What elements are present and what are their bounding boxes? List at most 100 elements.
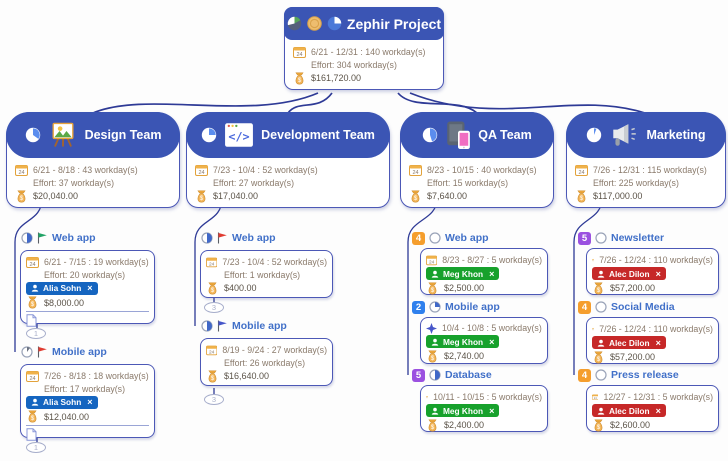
person-icon xyxy=(431,338,439,346)
remove-assignee-icon[interactable]: × xyxy=(489,405,495,416)
task-qa-mobile-app-details[interactable]: 10/4 - 10/8 : 5 workday(s) Meg Khon × $ … xyxy=(420,317,548,364)
assignee-tag[interactable]: Alia Sohn × xyxy=(26,395,98,409)
qa-effort: Effort: 15 workday(s) xyxy=(427,177,508,188)
calendar-icon: 24 xyxy=(592,258,595,261)
progress-icon xyxy=(595,369,607,381)
assignee-tag[interactable]: Meg Khon × xyxy=(426,404,500,417)
root-topic[interactable]: Zephir Project 24 6/21 - 12/31 : 140 wor… xyxy=(284,7,444,90)
money-bag-icon: $ xyxy=(295,72,304,85)
svg-text:24: 24 xyxy=(594,395,598,399)
task-marketing-press-release-title[interactable]: 4 Press release xyxy=(578,367,679,383)
remove-assignee-icon[interactable]: × xyxy=(87,397,93,407)
task-qa-database-title[interactable]: 5 Database xyxy=(412,367,492,383)
flag-icon xyxy=(217,320,227,332)
development-team-header: </> Development Team xyxy=(186,112,390,158)
qa-cost: $7,640.00 xyxy=(427,191,468,201)
marketing-label: Marketing xyxy=(646,128,706,142)
topic-development-team[interactable]: </> Development Team 24 7/23 - 10/4 : 52… xyxy=(186,112,390,208)
task-qa-web-app-title[interactable]: 4 Web app xyxy=(412,230,489,246)
task-dev-web-app-title[interactable]: Web app xyxy=(201,230,276,246)
topic-design-team[interactable]: Design Team 24 6/21 - 8/18 : 43 workday(… xyxy=(6,112,180,208)
task-date-range: 7/26 - 8/18 : 18 workday(s) xyxy=(44,370,149,381)
remove-assignee-icon[interactable]: × xyxy=(489,336,495,347)
note-icon[interactable] xyxy=(26,314,37,327)
calendar-icon: 24 xyxy=(575,164,588,176)
progress-icon xyxy=(595,232,607,244)
priority-badge: 5 xyxy=(412,368,425,382)
task-marketing-newsletter-details[interactable]: 24 7/26 - 12/24 : 110 workday(s) Alec Di… xyxy=(586,248,719,295)
svg-text:24: 24 xyxy=(429,259,435,265)
assignee-tag[interactable]: Alec Dilon × xyxy=(592,267,666,280)
design-team-header: Design Team xyxy=(6,112,180,158)
svg-text:24: 24 xyxy=(578,170,584,176)
task-qa-web-app-details[interactable]: 24 8/23 - 8/27 : 5 workday(s) Meg Khon ×… xyxy=(420,248,548,295)
assignee-name: Meg Khon xyxy=(443,268,484,279)
money-bag-icon: $ xyxy=(208,370,217,383)
svg-text:24: 24 xyxy=(296,52,302,58)
flag-icon xyxy=(217,232,227,244)
task-design-web-app-details[interactable]: 24 6/21 - 7/15 : 19 workday(s) Effort: 2… xyxy=(20,250,155,327)
priority-badge: 2 xyxy=(412,300,425,314)
person-icon xyxy=(597,407,605,415)
money-bag-icon: $ xyxy=(594,351,603,364)
collapsed-count-badge[interactable]: 3 xyxy=(204,302,224,313)
person-icon xyxy=(597,270,605,278)
task-design-web-app-title[interactable]: Web app xyxy=(21,230,96,246)
remove-assignee-icon[interactable]: × xyxy=(489,268,495,279)
task-design-mobile-app-title[interactable]: Mobile app xyxy=(21,344,107,360)
remove-assignee-icon[interactable]: × xyxy=(655,268,661,279)
task-marketing-social-media-details[interactable]: 24 7/26 - 12/24 : 110 workday(s) Alec Di… xyxy=(586,317,719,364)
calendar-icon: 24 xyxy=(206,257,218,267)
svg-text:24: 24 xyxy=(209,261,215,267)
collapsed-count-badge[interactable]: 3 xyxy=(204,394,224,405)
money-bag-icon: $ xyxy=(28,296,37,309)
clock-pie-icon xyxy=(287,16,302,31)
task-effort: Effort: 20 workday(s) xyxy=(44,269,125,280)
root-cost: $161,720.00 xyxy=(311,73,362,83)
assignee-name: Alec Dilon xyxy=(609,268,650,279)
remove-assignee-icon[interactable]: × xyxy=(87,283,93,293)
task-dev-web-app-details[interactable]: 24 7/23 - 10/4 : 52 workday(s) Effort: 1… xyxy=(200,250,333,298)
person-icon xyxy=(597,339,605,347)
assignee-tag[interactable]: Alec Dilon × xyxy=(592,404,666,417)
calendar-icon: 24 xyxy=(426,395,429,398)
coin-icon xyxy=(307,16,322,31)
note-icon[interactable] xyxy=(26,428,37,441)
topic-qa-team[interactable]: QA Team 24 8/23 - 10/15 : 40 workday(s) … xyxy=(400,112,554,208)
task-dev-mobile-app-details[interactable]: 24 8/19 - 9/24 : 27 workday(s) Effort: 2… xyxy=(200,338,333,386)
progress-icon xyxy=(21,232,33,244)
task-marketing-social-media-title[interactable]: 4 Social Media xyxy=(578,299,675,315)
progress-pie-icon xyxy=(201,127,217,143)
collapsed-count-badge[interactable]: 1 xyxy=(26,328,46,339)
person-icon xyxy=(31,398,39,406)
design-effort: Effort: 37 workday(s) xyxy=(33,177,114,188)
svg-text:$: $ xyxy=(211,288,215,294)
remove-assignee-icon[interactable]: × xyxy=(655,405,661,416)
task-dev-mobile-app-title[interactable]: Mobile app xyxy=(201,318,287,334)
task-marketing-press-release-details[interactable]: 24 12/27 - 12/31 : 5 workday(s) Alec Dil… xyxy=(586,385,719,432)
task-marketing-newsletter-title[interactable]: 5 Newsletter xyxy=(578,230,664,246)
assignee-tag[interactable]: Alia Sohn × xyxy=(26,281,98,295)
remove-assignee-icon[interactable]: × xyxy=(655,337,661,348)
svg-text:24: 24 xyxy=(18,170,24,176)
flag-icon xyxy=(37,232,47,244)
calendar-icon: 24 xyxy=(26,256,39,268)
assignee-tag[interactable]: Meg Khon × xyxy=(426,267,500,280)
task-qa-database-details[interactable]: 24 10/11 - 10/15 : 5 workday(s) Meg Khon… xyxy=(420,385,548,432)
task-qa-mobile-app-title[interactable]: 2 Mobile app xyxy=(412,299,500,315)
collapsed-count-badge[interactable]: 1 xyxy=(26,442,46,453)
milestone-diamond-icon xyxy=(426,322,437,334)
assignee-name: Meg Khon xyxy=(443,405,484,416)
svg-text:$: $ xyxy=(431,288,435,294)
task-design-mobile-app-details[interactable]: 24 7/26 - 8/18 : 18 workday(s) Effort: 1… xyxy=(20,364,155,441)
assignee-tag[interactable]: Meg Khon × xyxy=(426,335,500,348)
money-bag-icon: $ xyxy=(594,282,603,295)
svg-text:$: $ xyxy=(200,196,204,202)
money-bag-icon: $ xyxy=(428,419,437,432)
topic-marketing[interactable]: Marketing 24 7/26 - 12/31 : 115 workday(… xyxy=(566,112,726,208)
easel-picture-icon xyxy=(52,122,74,147)
assignee-tag[interactable]: Alec Dilon × xyxy=(592,336,666,349)
svg-text:24: 24 xyxy=(198,170,204,176)
task-cost: $2,740.00 xyxy=(444,351,485,361)
root-topic-label: Zephir Project xyxy=(346,15,442,32)
